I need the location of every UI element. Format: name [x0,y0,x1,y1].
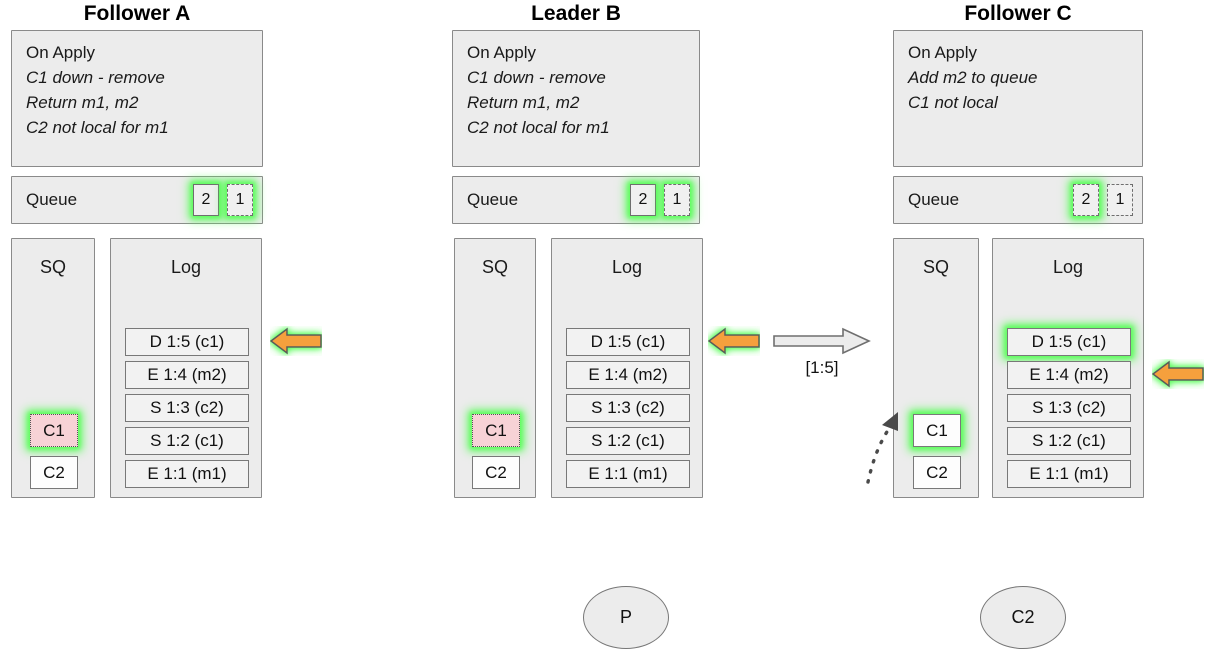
log-entry[interactable]: E 1:1 (m1) [125,460,249,488]
queue-box-follower-a: Queue 2 1 [11,176,263,224]
queue-label: Queue [26,190,78,209]
queue-slots: 2 1 [193,184,253,216]
log-entry[interactable]: E 1:4 (m2) [566,361,690,389]
queue-slot[interactable]: 2 [630,184,656,216]
queue-slot[interactable]: 1 [1107,184,1133,216]
log-column-follower-c: Log D 1:5 (c1) E 1:4 (m2) S 1:3 (c2) S 1… [992,238,1144,498]
log-entry[interactable]: S 1:2 (c1) [1007,427,1131,455]
apply-line: Return m1, m2 [26,93,139,112]
log-header: Log [611,257,643,277]
sq-entry[interactable]: C1 [913,414,961,447]
sq-header: SQ [481,257,508,277]
apply-line: C2 not local for m1 [26,118,169,137]
log-entry[interactable]: D 1:5 (c1) [125,328,249,356]
log-entry[interactable]: E 1:4 (m2) [1007,361,1131,389]
queue-slot[interactable]: 2 [193,184,219,216]
sq-entry[interactable]: C1 [472,414,520,447]
log-column-follower-a: Log D 1:5 (c1) E 1:4 (m2) S 1:3 (c2) S 1… [110,238,262,498]
incoming-arrow-follower-a [269,326,322,356]
log-entry[interactable]: S 1:3 (c2) [1007,394,1131,422]
log-entry[interactable]: S 1:3 (c2) [566,394,690,422]
sq-entry[interactable]: C2 [472,456,520,489]
incoming-arrow-follower-c [1151,359,1204,389]
queue-slots: 2 1 [1073,184,1133,216]
apply-line: C1 down - remove [26,68,165,87]
sq-column-follower-c: SQ C1 C2 [893,238,979,498]
queue-slot[interactable]: 1 [227,184,253,216]
dotted-enqueue-arrow [862,398,912,493]
apply-line: C2 not local for m1 [467,118,610,137]
log-column-leader-b: Log D 1:5 (c1) E 1:4 (m2) S 1:3 (c2) S 1… [551,238,703,498]
log-entry[interactable]: E 1:1 (m1) [1007,460,1131,488]
apply-box-follower-a: On Apply C1 down - remove Return m1, m2 … [11,30,263,167]
apply-box-leader-b: On Apply C1 down - remove Return m1, m2 … [452,30,700,167]
replication-arrow-label: [1:5] [805,358,839,377]
apply-header: On Apply [467,43,536,62]
sq-header: SQ [922,257,949,277]
apply-line: C1 not local [908,93,998,112]
client-node-p[interactable]: P [583,586,669,649]
queue-box-follower-c: Queue 2 1 [893,176,1143,224]
log-header: Log [170,257,202,277]
sq-column-leader-b: SQ C1 C2 [454,238,536,498]
sq-header: SQ [39,257,66,277]
apply-line: C1 down - remove [467,68,606,87]
log-entry[interactable]: E 1:4 (m2) [125,361,249,389]
log-entry[interactable]: S 1:2 (c1) [566,427,690,455]
log-entry[interactable]: S 1:2 (c1) [125,427,249,455]
apply-line: Add m2 to queue [908,68,1038,87]
queue-slot[interactable]: 2 [1073,184,1099,216]
log-entry[interactable]: D 1:5 (c1) [1007,328,1131,356]
log-header: Log [1052,257,1084,277]
sq-entry[interactable]: C2 [30,456,78,489]
apply-line: Return m1, m2 [467,93,580,112]
queue-label: Queue [467,190,519,209]
sq-column-follower-a: SQ C1 C2 [11,238,95,498]
node-title-follower-c: Follower C [964,2,1072,25]
sq-entry[interactable]: C2 [913,456,961,489]
client-node-c2[interactable]: C2 [980,586,1066,649]
queue-box-leader-b: Queue 2 1 [452,176,700,224]
log-entry[interactable]: S 1:3 (c2) [125,394,249,422]
apply-box-follower-c: On Apply Add m2 to queue C1 not local [893,30,1143,167]
incoming-arrow-leader-b [707,326,760,356]
node-title-leader-b: Leader B [531,2,621,25]
node-title-follower-a: Follower A [83,2,191,25]
log-entry[interactable]: E 1:1 (m1) [566,460,690,488]
apply-header: On Apply [26,43,95,62]
log-entry[interactable]: D 1:5 (c1) [566,328,690,356]
apply-header: On Apply [908,43,977,62]
queue-label: Queue [908,190,960,209]
sq-entry[interactable]: C1 [30,414,78,447]
queue-slot[interactable]: 1 [664,184,690,216]
replication-arrow [773,326,871,356]
queue-slots: 2 1 [630,184,690,216]
